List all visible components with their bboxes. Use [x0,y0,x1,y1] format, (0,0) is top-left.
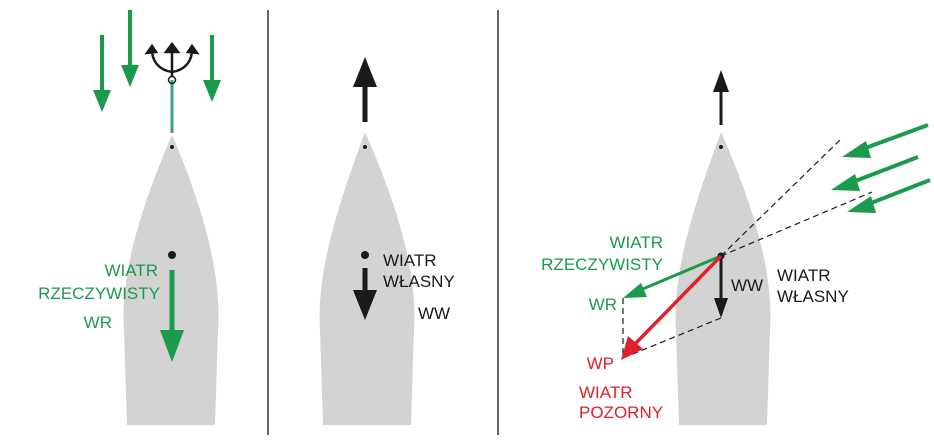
true-wind-arrows [93,10,221,112]
heading-arrow-head [353,57,377,87]
apparent-wind-vector-head [621,336,643,360]
true-wind-label-line2: RZECZYWISTY [541,255,663,274]
own-wind-label-line1: WIATR [383,251,437,270]
apparent-wind-vector [631,254,723,348]
wind-vane-ring [167,75,177,85]
construction-lines [622,139,873,359]
bow-dot [363,145,367,149]
true-wind-vector-head [623,283,647,298]
true-wind-arrows [831,123,931,213]
apparent-wind-label-line2: POZORNY [579,403,663,422]
boat-hull [675,132,771,425]
own-wind-label-line2: WŁASNY [777,287,849,306]
own-wind-label-line1: WIATR [777,266,831,285]
center-dot [168,251,176,259]
true-wind-label-line2: RZECZYWISTY [38,284,160,303]
own-wind-abbr: WW [731,276,763,295]
wind-vane-icon [144,41,200,76]
own-wind-vector-head [714,298,728,318]
own-wind-vector-head [353,290,377,320]
own-wind-abbr: WW [418,304,450,323]
true-wind-vector [637,254,722,293]
bow-dot [719,145,723,149]
true-wind-label-line1: WIATR [104,261,158,280]
true-wind-label-line1: WIATR [609,233,663,252]
true-wind-abbr: WR [84,313,112,332]
left-panel: WIATR RZECZYWISTY WR [38,10,221,425]
true-wind-vector-head [160,330,184,362]
apparent-wind-label-line1: WIATR [579,383,633,402]
own-wind-label-line2: WŁASNY [383,272,455,291]
bow-dot [170,145,174,149]
true-wind-abbr: WR [589,295,617,314]
middle-panel: WIATR WŁASNY WW [319,57,455,425]
right-panel: WIATR RZECZYWISTY WR WW WIATR WŁASNY WP … [541,70,931,425]
center-dot [361,251,369,259]
heading-arrow-head [713,70,729,92]
apparent-wind-abbr: WP [587,354,614,373]
